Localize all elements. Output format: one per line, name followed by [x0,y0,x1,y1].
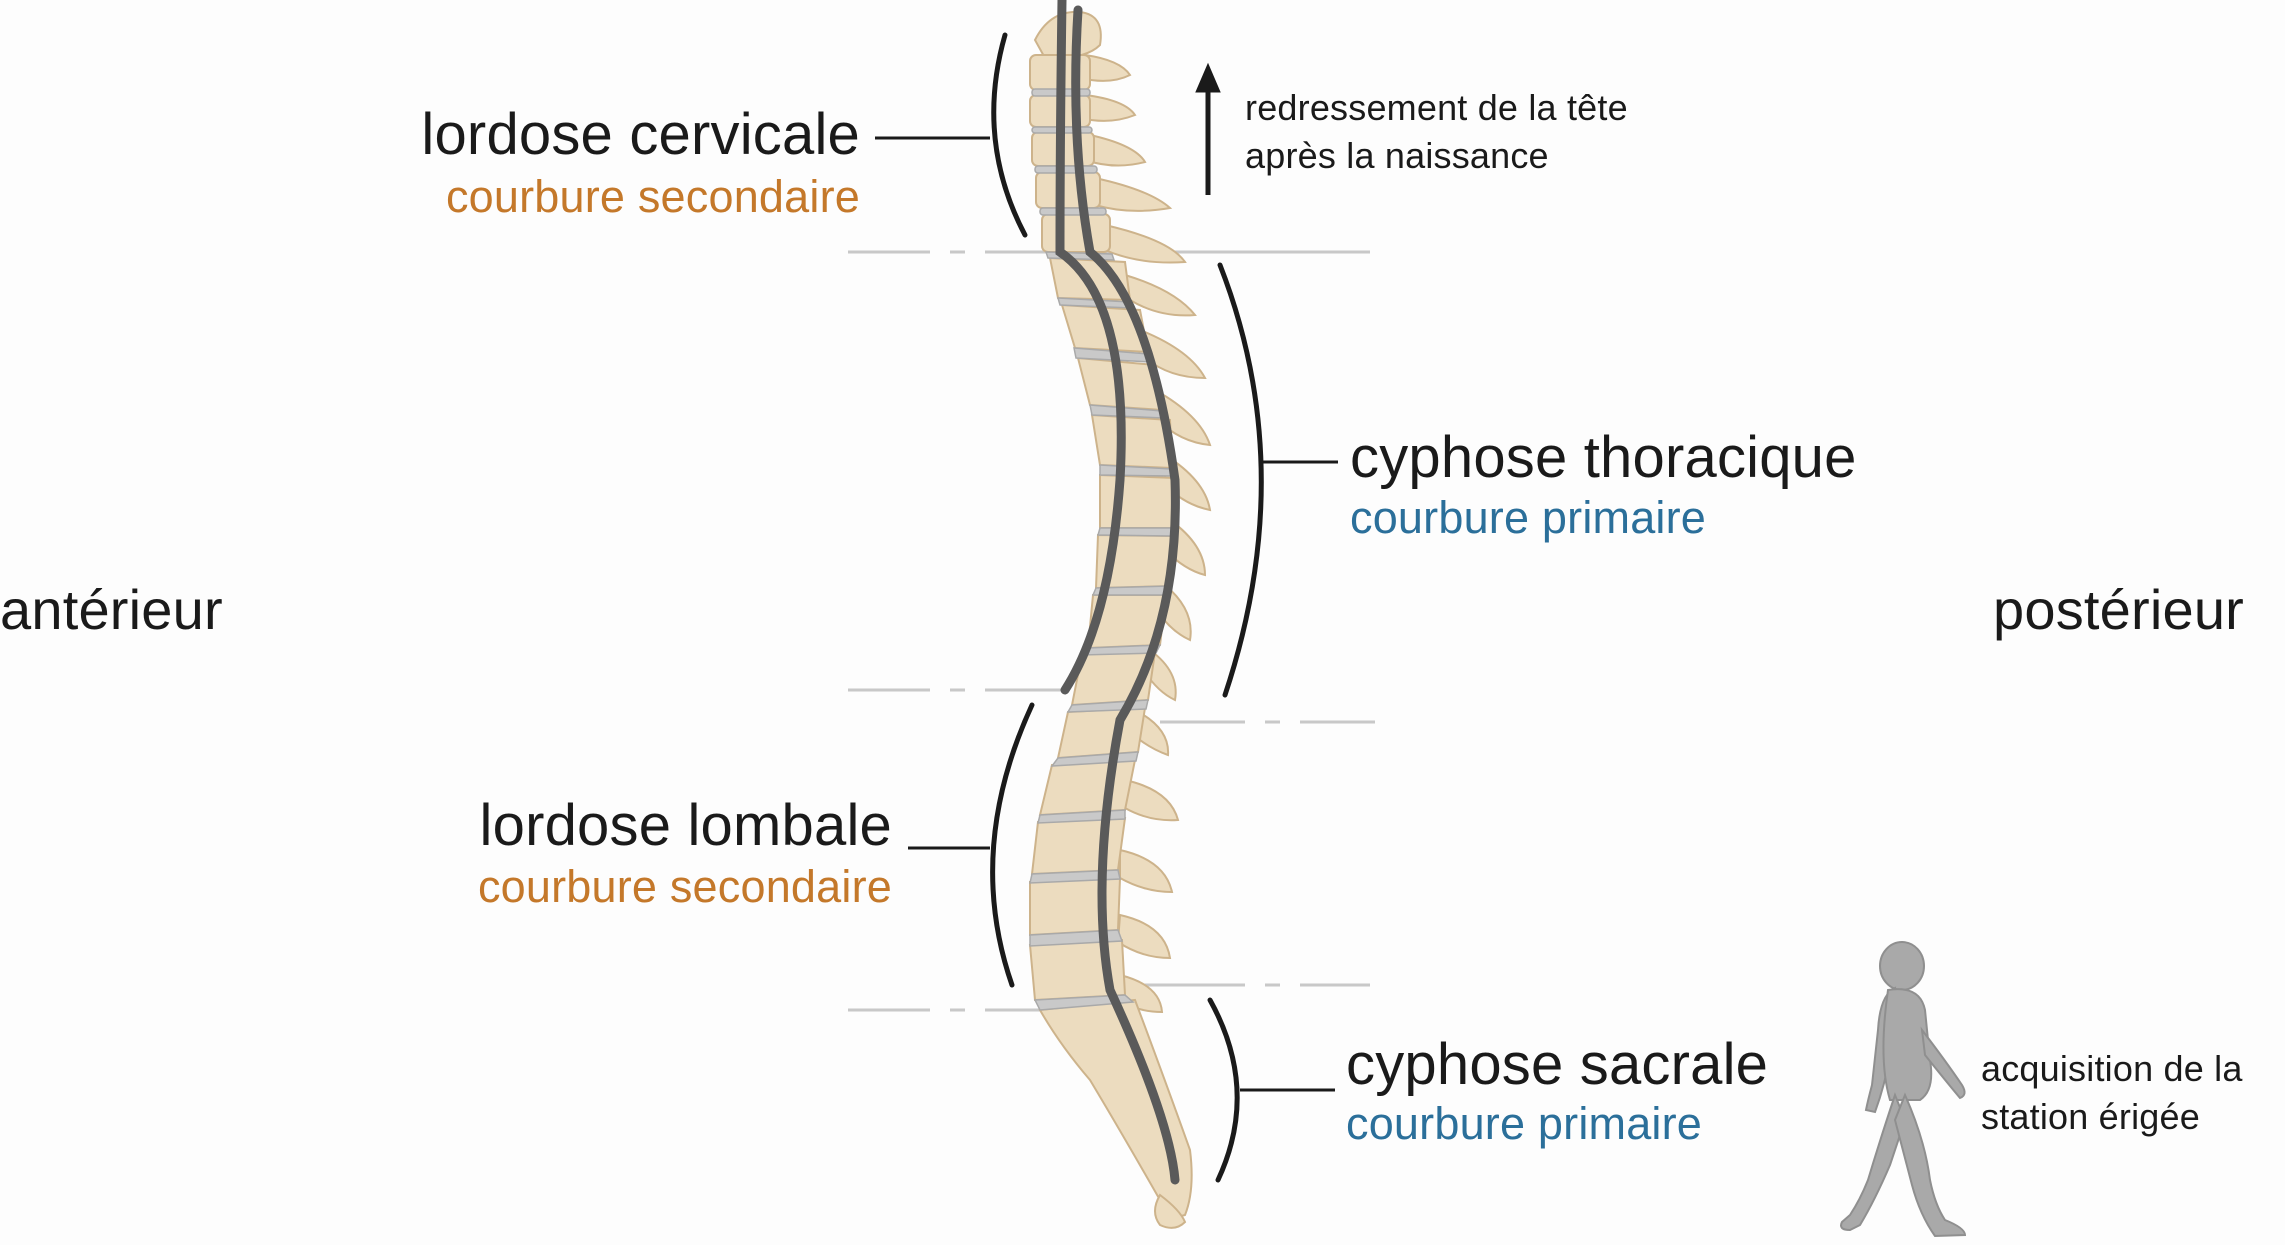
skull-base [1033,10,1102,60]
sacrum [1038,998,1193,1217]
posterior-curve-line [1071,5,1180,1185]
bracket-sacral [1207,997,1240,1183]
cervical-curve-name: lordose cervicale [421,102,860,167]
bracket-lumbar [990,702,1035,988]
bracket-thoracic [1217,262,1264,698]
spinal-column [1028,0,1212,1229]
anterior-curve-line [1055,0,1126,695]
up-arrow-icon [1195,62,1221,195]
head-note-line-1: redressement de la tête [1245,87,1628,128]
anterior-label: antérieur [0,578,223,641]
sacral-curve-type: courbure primaire [1346,1098,1703,1149]
cervical-curve-type: courbure secondaire [445,171,860,222]
walking-person-icon [1840,941,1967,1238]
sacral-curve-name: cyphose sacrale [1346,1032,1769,1097]
thoracic-curve-name: cyphose thoracique [1350,425,1857,490]
lumbar-curve-type: courbure secondaire [477,861,892,912]
lumbar-curve-name: lordose lombale [479,793,892,858]
bracket-cervical [991,32,1028,238]
thoracic-curve-type: courbure primaire [1350,492,1707,543]
standing-note-line-1: acquisition de la [1981,1048,2243,1089]
curvature-brackets [990,32,1264,1183]
posterior-label: postérieur [1993,578,2245,641]
coccyx [1154,1193,1187,1229]
head-note-line-2: après la naissance [1245,135,1549,176]
curve-lines [1055,0,1180,1185]
standing-note-line-2: station érigée [1981,1096,2200,1137]
leader-lines [875,136,1338,1092]
